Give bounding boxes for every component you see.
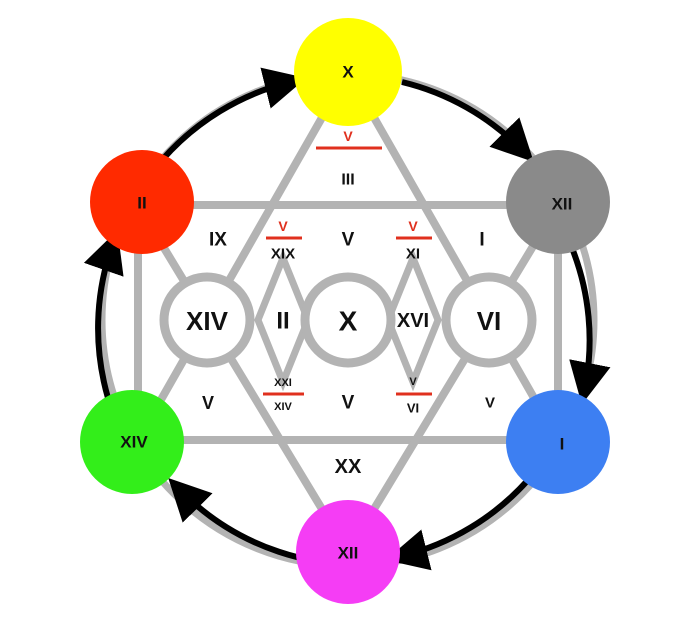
node-top[interactable] <box>294 18 402 126</box>
node-bottom-label: XII <box>338 544 359 563</box>
lower-right-frac-bot: VI <box>407 401 419 416</box>
upper-left-frac-bot: XIX <box>271 246 295 263</box>
lower-left-outer-label: V <box>202 393 214 413</box>
inner-rings <box>159 272 537 368</box>
inner-circle-left <box>159 272 255 368</box>
inner-circle-center <box>300 272 396 368</box>
diamond-left <box>254 248 312 392</box>
lower-right-outer-label: V <box>485 395 495 412</box>
arc-lower-right-to-bottom <box>385 478 531 571</box>
inner-circle-right <box>441 272 537 368</box>
diamond-right <box>384 248 442 392</box>
node-top-label: X <box>342 63 354 82</box>
node-upper-right[interactable] <box>506 150 610 254</box>
lower-left-frac-top: XXI <box>274 377 292 389</box>
fraction-bars <box>263 146 432 396</box>
node-lower-left-label: XIV <box>120 433 148 452</box>
node-upper-left-label: II <box>137 194 146 213</box>
upper-center-label: V <box>342 230 355 251</box>
upper-left-frac-top: V <box>278 218 288 234</box>
upper-right-frac-top: V <box>408 218 418 234</box>
node-lower-right[interactable] <box>506 390 610 494</box>
node-upper-right-label: XII <box>552 195 573 214</box>
node-bottom[interactable] <box>296 500 400 604</box>
arc-lower-left-to-upper-left <box>83 230 124 399</box>
upward-triangle <box>131 63 565 444</box>
outer-nodes <box>80 18 610 604</box>
lower-right-frac-top: V <box>409 376 417 388</box>
diamond-left-label: II <box>276 308 289 335</box>
arc-upper-left-to-top <box>159 67 307 162</box>
upper-right-outer-label: I <box>479 230 484 251</box>
lower-left-frac-bot: XIV <box>274 401 292 413</box>
upper-left-outer-label: IX <box>209 230 227 251</box>
inner-diamonds <box>254 248 442 392</box>
top-fraction-top: V <box>343 128 353 144</box>
outer-node-labels: X XII I XII XIV II <box>120 63 572 563</box>
bottom-triangle-label: XX <box>335 456 362 478</box>
inner-circle-center-label: X <box>339 306 358 337</box>
top-triangle-label: III <box>341 172 354 189</box>
inner-labels: XIV X VI II XVI <box>186 306 501 337</box>
inner-circle-right-label: VI <box>477 306 502 336</box>
downward-triangle <box>130 201 566 560</box>
arc-upper-right-to-lower-right <box>569 246 611 405</box>
node-upper-left[interactable] <box>90 150 194 254</box>
inner-circle-left-label: XIV <box>186 306 229 336</box>
diamond-right-label: XVI <box>397 310 429 332</box>
arc-top-to-upper-right <box>401 79 534 162</box>
region-labels: V III IX V XIX V V XI I V XXI XIV V V VI… <box>202 128 495 478</box>
upper-right-frac-bot: XI <box>406 246 420 263</box>
node-lower-right-label: I <box>560 435 565 454</box>
lower-center-label: V <box>342 393 355 414</box>
node-lower-left[interactable] <box>80 390 184 494</box>
